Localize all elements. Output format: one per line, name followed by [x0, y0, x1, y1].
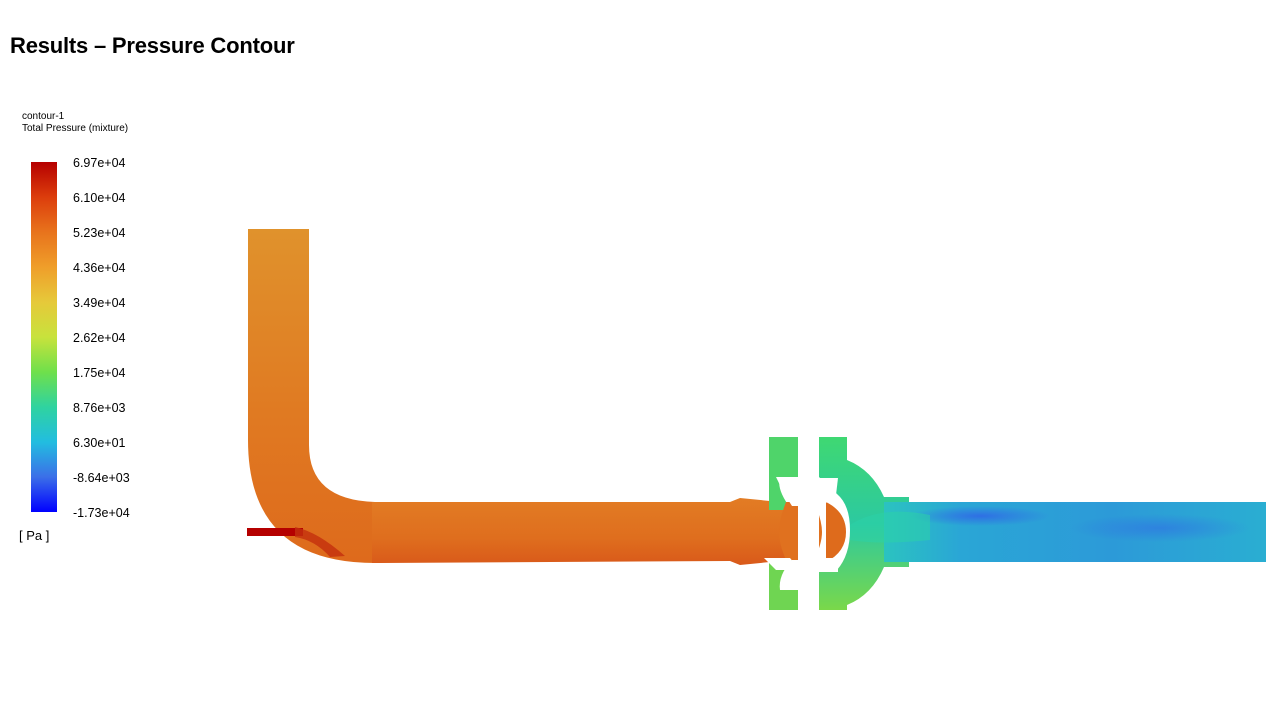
colorbar-tick: -1.73e+04 [73, 506, 130, 520]
legend-variable-name: Total Pressure (mixture) [22, 123, 129, 134]
colorbar-tick: 3.49e+04 [73, 296, 126, 310]
colorbar-tick: 4.36e+04 [73, 261, 126, 275]
colorbar-tick: 6.97e+04 [73, 156, 126, 170]
inlet-pipe-horizontal [372, 498, 790, 565]
legend-contour-name: contour-1 [22, 111, 65, 122]
inlet-pipe-vertical [248, 229, 375, 563]
colorbar-tick: 2.62e+04 [73, 331, 126, 345]
colorbar-tick: -8.64e+03 [73, 471, 130, 485]
colorbar-tick: 6.30e+01 [73, 436, 126, 450]
colorbar-tick: 8.76e+03 [73, 401, 126, 415]
pressure-colorbar [31, 162, 57, 512]
colorbar-tick: 1.75e+04 [73, 366, 126, 380]
inlet-jet [247, 528, 303, 536]
colorbar-tick: 6.10e+04 [73, 191, 126, 205]
valve-upper-left [769, 437, 798, 510]
valve-lower-left [769, 560, 798, 610]
colorbar-unit-label: [ Pa ] [19, 528, 50, 543]
slide-title: Results – Pressure Contour [10, 33, 295, 58]
colorbar-tick: 5.23e+04 [73, 226, 126, 240]
